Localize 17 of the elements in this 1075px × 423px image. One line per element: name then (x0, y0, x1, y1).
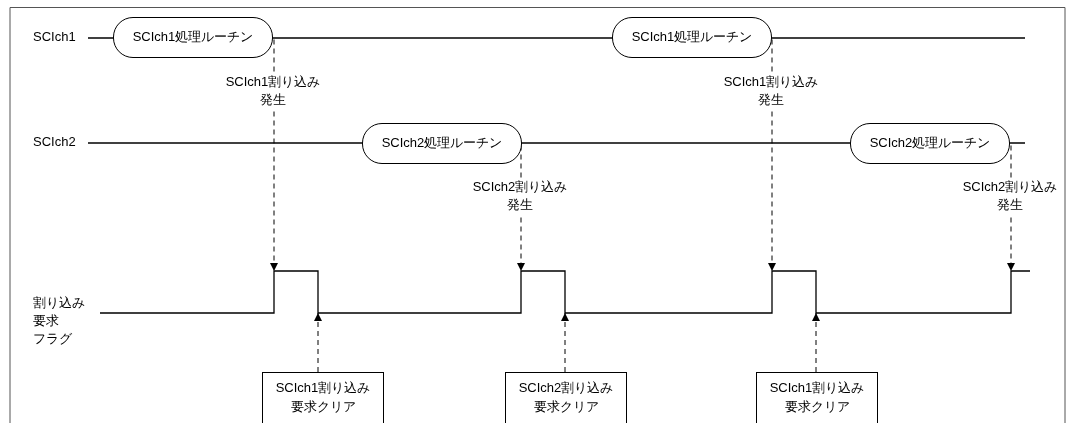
edge-label: SCIch1割り込み発生 (721, 73, 821, 110)
edge-label: SCIch2割り込み発生 (960, 178, 1060, 215)
row-label: 割り込み (33, 294, 85, 312)
routine-pill: SCIch2処理ルーチン (362, 123, 522, 164)
row-label: フラグ (33, 330, 72, 348)
edge-label: SCIch1割り込み発生 (223, 73, 323, 110)
row-label: SCIch2 (33, 134, 76, 149)
process-box: SCIch2割り込み要求クリア (505, 372, 627, 423)
edge-label: SCIch2割り込み発生 (470, 178, 570, 215)
process-box: SCIch1割り込み要求クリア (262, 372, 384, 423)
process-box: SCIch1割り込み要求クリア (756, 372, 878, 423)
row-label: SCIch1 (33, 29, 76, 44)
flag-waveform (99, 270, 1031, 314)
row-label: 要求 (33, 312, 59, 330)
routine-pill: SCIch1処理ルーチン (612, 17, 772, 58)
routine-pill: SCIch1処理ルーチン (113, 17, 273, 58)
routine-pill: SCIch2処理ルーチン (850, 123, 1010, 164)
